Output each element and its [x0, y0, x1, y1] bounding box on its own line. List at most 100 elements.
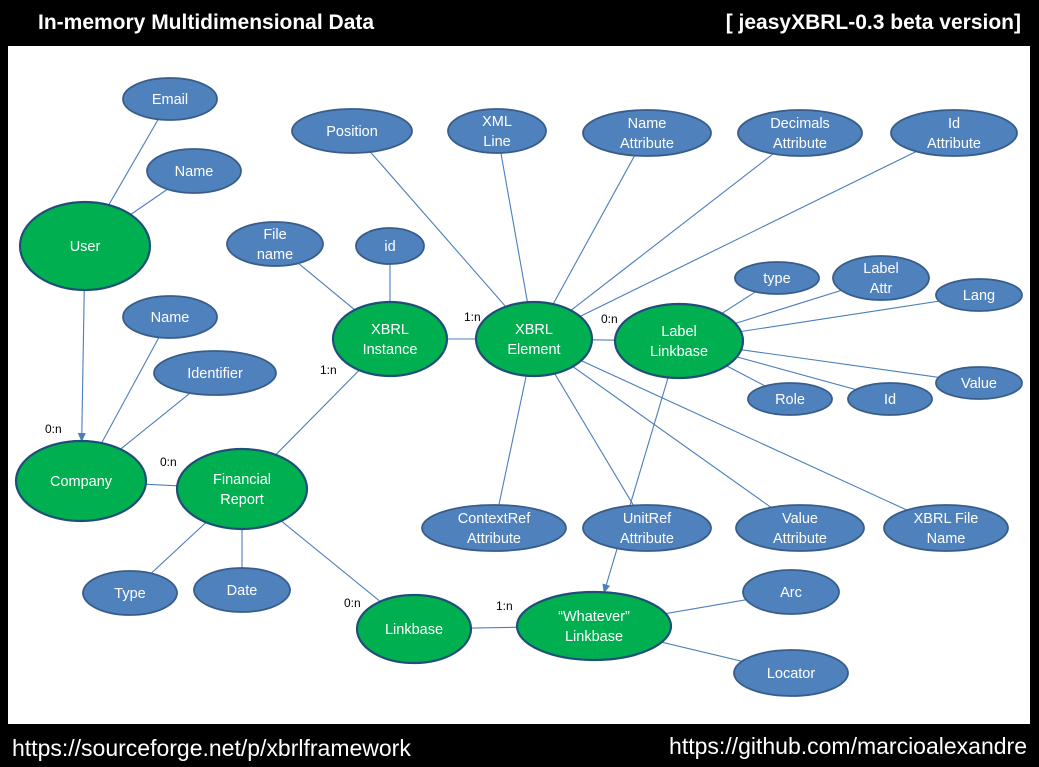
name-attribute-shape: [582, 109, 712, 157]
attribute-lang[interactable]: Lang: [935, 278, 1023, 312]
whatever-linkbase-label: “Whatever”: [558, 609, 630, 625]
identifier-label: Identifier: [187, 366, 243, 382]
contextref-attribute-label: ContextRef: [458, 511, 532, 527]
id-attribute-label: Attribute: [927, 136, 981, 152]
edge-xbrl-element-to-decimals-attribute: [533, 132, 801, 340]
type-fr-shape: [82, 570, 178, 616]
id-attribute-shape: [890, 109, 1018, 157]
xml-line-label: Line: [483, 134, 510, 150]
attribute-user-name[interactable]: Name: [146, 148, 242, 194]
entity-whatever-linkbase[interactable]: “Whatever” Linkbase: [515, 590, 673, 662]
xbrl-file-name-shape: [883, 504, 1009, 552]
attribute-type-fr[interactable]: Type: [82, 570, 178, 616]
date-label: Date: [227, 583, 258, 599]
attribute-role[interactable]: Role: [747, 382, 833, 416]
attribute-company-name[interactable]: Name: [122, 295, 218, 339]
xbrl-instance-shape: [331, 300, 449, 378]
cardinality-instance-element: 1:n: [464, 310, 481, 324]
whatever-linkbase-label: Linkbase: [565, 629, 623, 645]
user-label: User: [70, 239, 101, 255]
label-id-shape: [847, 382, 933, 416]
diagram-title: In-memory Multidimensional Data: [38, 11, 375, 34]
decimals-attribute-shape: [737, 109, 863, 157]
entity-company[interactable]: Company: [14, 439, 148, 523]
xml-line-label: XML: [482, 114, 512, 130]
label-id-label: Id: [884, 392, 896, 408]
xbrl-file-name-label: Name: [927, 531, 966, 547]
footer: https://sourceforge.net/p/xbrlframework …: [0, 728, 1039, 767]
attribute-label-id[interactable]: Id: [847, 382, 933, 416]
attribute-file-name[interactable]: File name: [226, 221, 324, 267]
version-label: [ jeasyXBRL-0.3 beta version]: [725, 11, 1021, 34]
cardinality-element-label: 0:n: [601, 312, 618, 326]
position-shape: [291, 108, 413, 154]
cardinality-report-linkbase: 0:n: [344, 596, 361, 610]
unitref-attribute-shape: [582, 504, 712, 552]
email-shape: [122, 77, 218, 121]
label-value-shape: [935, 366, 1023, 400]
edge-xbrl-element-to-position: [351, 130, 535, 340]
attribute-label-value[interactable]: Value: [935, 366, 1023, 400]
decimals-attribute-label: Decimals: [770, 116, 830, 132]
label-attr-shape: [832, 255, 930, 301]
name-attribute-label: Name: [628, 116, 667, 132]
cardinality-user-company: 0:n: [45, 422, 62, 436]
attribute-label-type[interactable]: type: [734, 261, 820, 295]
attribute-position[interactable]: Position: [291, 108, 413, 154]
file-name-label: name: [257, 247, 293, 263]
xbrl-instance-label: Instance: [363, 342, 418, 358]
github-link[interactable]: https://github.com/marcioalexandre: [669, 733, 1027, 759]
company-shape: [14, 439, 148, 523]
sourceforge-link[interactable]: https://sourceforge.net/p/xbrlframework: [12, 735, 411, 761]
attribute-arc[interactable]: Arc: [742, 569, 840, 615]
attribute-xml-line[interactable]: XML Line: [447, 108, 547, 154]
instance-id-label: id: [384, 239, 395, 255]
file-name-label: File: [263, 227, 286, 243]
contextref-attribute-shape: [421, 504, 567, 552]
locator-label: Locator: [767, 666, 816, 682]
email-label: Email: [152, 92, 188, 108]
unitref-attribute-label: Attribute: [620, 531, 674, 547]
name-attribute-label: Attribute: [620, 136, 674, 152]
contextref-attribute-label: Attribute: [467, 531, 521, 547]
position-label: Position: [326, 124, 378, 140]
xbrl-element-label: Element: [507, 342, 560, 358]
xml-line-shape: [447, 108, 547, 154]
attribute-date[interactable]: Date: [193, 567, 291, 613]
edge-xbrl-element-to-xbrl-file-name: [533, 338, 947, 529]
arc-label: Arc: [780, 585, 802, 601]
xbrl-file-name-label: XBRL File: [914, 511, 979, 527]
date-shape: [193, 567, 291, 613]
role-shape: [747, 382, 833, 416]
company-name-label: Name: [151, 310, 190, 326]
entity-xbrl-instance[interactable]: XBRL Instance: [331, 300, 449, 378]
attribute-instance-id[interactable]: id: [355, 227, 425, 265]
type-fr-label: Type: [114, 586, 145, 602]
entity-linkbase[interactable]: Linkbase: [355, 593, 473, 665]
label-linkbase-label: Label: [661, 324, 696, 340]
cardinality-linkbase-whatever: 1:n: [496, 599, 513, 613]
attribute-locator[interactable]: Locator: [733, 649, 849, 697]
xbrl-element-shape: [474, 300, 594, 378]
attribute-email[interactable]: Email: [122, 77, 218, 121]
attribute-identifier[interactable]: Identifier: [153, 350, 277, 396]
user-name-label: Name: [175, 164, 214, 180]
locator-shape: [733, 649, 849, 697]
xbrl-instance-label: XBRL: [371, 322, 409, 338]
decimals-attribute-label: Attribute: [773, 136, 827, 152]
entity-user[interactable]: User: [18, 200, 152, 292]
identifier-shape: [153, 350, 277, 396]
